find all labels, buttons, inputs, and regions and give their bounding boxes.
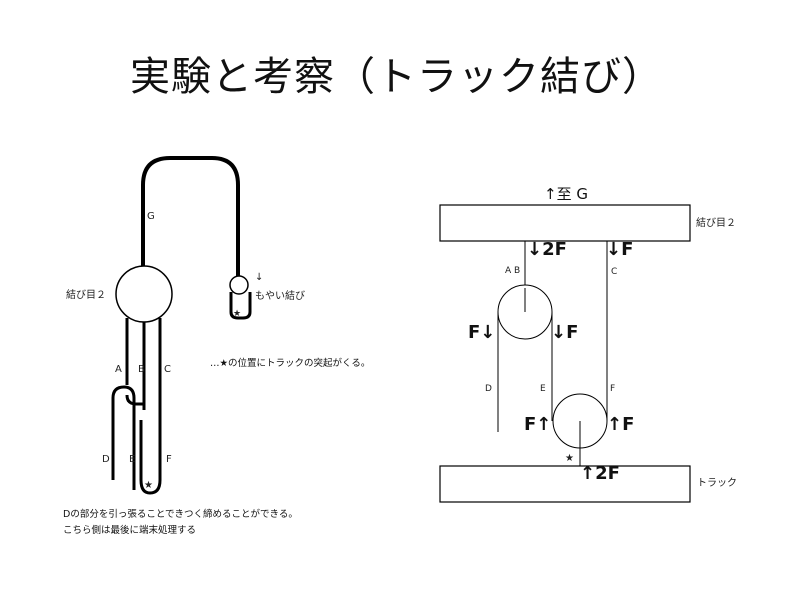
force-f-down-left: F↓ — [468, 322, 495, 343]
right-truck-label: トラック — [697, 477, 737, 489]
force-f-up-right: ↑F — [607, 414, 634, 435]
knot2-bar — [439, 204, 691, 242]
left-note-line1: Dの部分を引っ張ることできつく締めることができる。 — [63, 508, 298, 520]
left-moyai-star: ★ — [233, 309, 241, 319]
right-star: ★ — [565, 453, 574, 464]
right-label-d: D — [485, 384, 492, 394]
rope-strand-c — [139, 318, 162, 495]
left-label-b: B — [138, 364, 145, 375]
right-force-diagram — [439, 204, 691, 503]
left-label-a: A — [115, 364, 122, 375]
right-label-e: E — [540, 384, 546, 394]
truck-bar — [439, 465, 691, 503]
force-2f-down: ↓2F — [527, 239, 567, 260]
left-arrow-down: ↓ — [255, 272, 263, 283]
right-knot2-label: 結び目２ — [696, 216, 736, 229]
left-moyai-label: もやい結び — [255, 289, 305, 302]
force-2f-up: ↑2F — [580, 463, 620, 484]
force-f-down-right: ↓F — [606, 239, 633, 260]
moyai-loop — [229, 292, 252, 320]
left-note-line2: こちら側は最後に端末処理する — [63, 524, 196, 536]
left-label-e: E — [129, 454, 135, 465]
left-label-f: F — [166, 454, 172, 465]
left-label-g: G — [147, 211, 155, 222]
rope-strand-d — [111, 385, 136, 490]
rope-strand-e — [125, 394, 144, 406]
left-star: ★ — [144, 480, 153, 491]
right-label-ab: A B — [505, 266, 520, 276]
right-to-g: ↑至 G — [544, 185, 588, 203]
left-label-c: C — [164, 364, 171, 375]
left-label-d: D — [102, 454, 110, 465]
force-f-up-left: F↑ — [524, 414, 551, 435]
page-title: 実験と考察（トラック結び） — [130, 54, 663, 100]
left-note-position: …★の位置にトラックの突起がくる。 — [210, 357, 370, 369]
right-label-f: F — [610, 384, 615, 394]
moyai-circle — [229, 275, 249, 295]
left-knot-diagram — [111, 156, 252, 495]
knot2-circle — [115, 265, 173, 323]
rope-loop-g — [141, 156, 240, 276]
right-label-c: C — [611, 267, 617, 277]
force-f-down-mid: ↓F — [551, 322, 578, 343]
left-knot2-label: 結び目２ — [66, 288, 106, 301]
